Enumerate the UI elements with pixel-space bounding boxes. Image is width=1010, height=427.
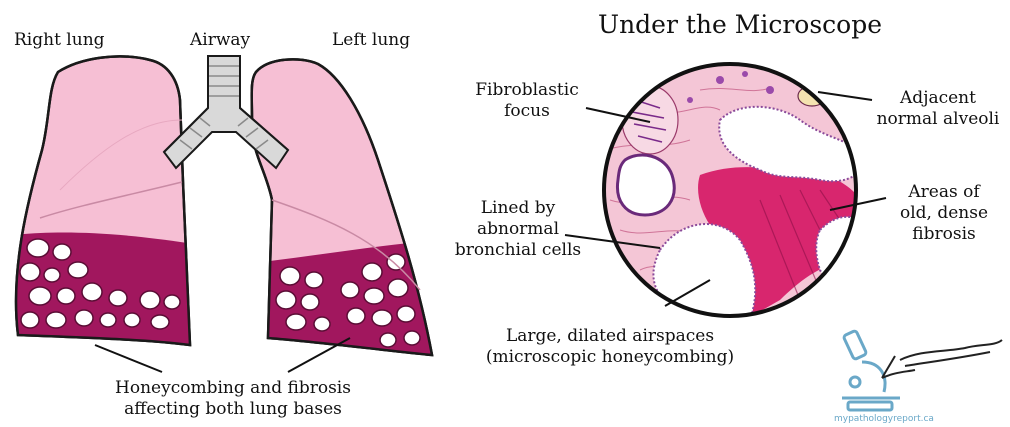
- signature: [882, 340, 1002, 378]
- adjacent-alveoli-label: Adjacent normal alveoli: [868, 88, 1008, 130]
- microscope-title: Under the Microscope: [598, 10, 882, 40]
- airway-label: Airway: [190, 30, 250, 51]
- microscope-view: [604, 64, 870, 322]
- fibroblastic-focus-label: Fibroblastic focus: [472, 80, 582, 122]
- bronchiole: [617, 155, 674, 215]
- areas-fibrosis-label: Areas of old, dense fibrosis: [884, 182, 1004, 245]
- lined-by-label: Lined by abnormal bronchial cells: [448, 198, 588, 261]
- left-lung-label: Left lung: [332, 30, 410, 51]
- airspaces-label: Large, dilated airspaces (microscopic ho…: [470, 326, 750, 368]
- honeycombing-label: Honeycombing and fibrosis affecting both…: [88, 378, 378, 420]
- microscope-icon: [842, 330, 900, 410]
- right-lung-label: Right lung: [14, 30, 105, 51]
- left-lung: [252, 59, 440, 360]
- fibroblastic-focus-nodule: [622, 86, 678, 154]
- site-url: mypathologyreport.ca: [834, 414, 934, 424]
- right-lung: [10, 56, 200, 350]
